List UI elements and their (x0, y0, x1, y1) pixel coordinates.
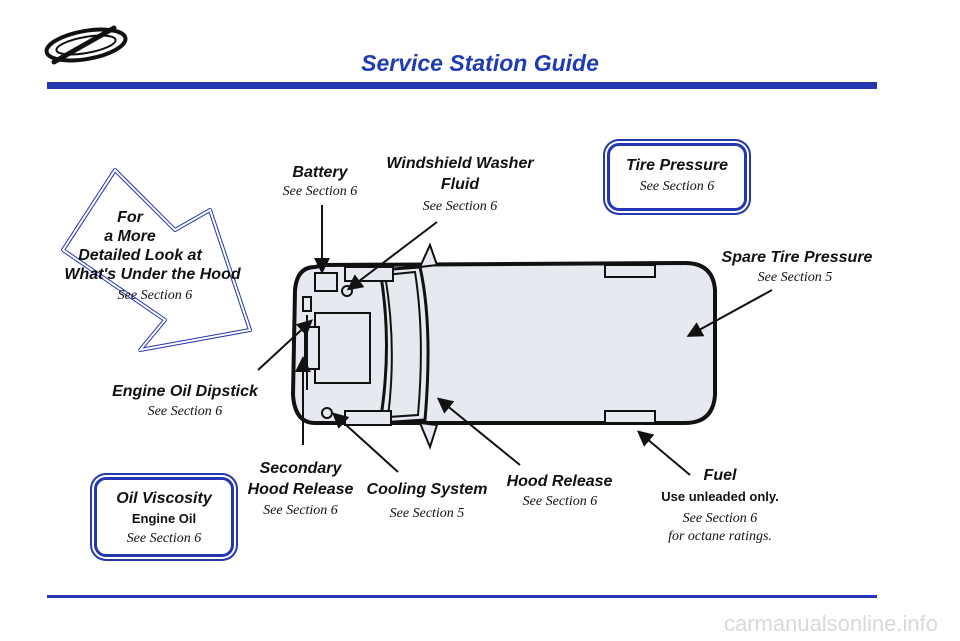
tire-pressure-ref: See Section 6 (639, 179, 715, 194)
header-rule (47, 82, 877, 89)
oil-viscosity-label: Oil Viscosity (116, 490, 212, 507)
spare-tire-label: Spare Tire Pressure (721, 249, 873, 266)
secondary-release-label-1: Secondary (259, 460, 342, 477)
fuel-leader (636, 430, 691, 476)
fuel-label: Fuel (703, 467, 737, 484)
washer-label-2: Fluid (440, 176, 480, 193)
watermark: carmanualsonline.info (723, 611, 938, 636)
washer-leader (346, 221, 438, 291)
arrow-line1: For (117, 209, 143, 226)
battery-label: Battery (292, 164, 348, 181)
arrow-line4: What's Under the Hood (64, 266, 241, 283)
vehicle-top-view (290, 242, 717, 450)
spare-tire-ref: See Section 5 (757, 270, 833, 285)
tire-pressure-label: Tire Pressure (626, 157, 728, 174)
hood-release-label: Hood Release (506, 473, 613, 490)
dipstick-label: Engine Oil Dipstick (112, 383, 258, 400)
washer-label-1: Windshield Washer (386, 155, 534, 172)
fuel-ref: See Section 6 (682, 511, 758, 526)
page-title: Service Station Guide (361, 50, 599, 76)
oil-viscosity-note: Engine Oil (131, 511, 197, 526)
secondary-release-label-2: Hood Release (247, 481, 354, 498)
arrow-line2: a More (104, 228, 156, 245)
washer-ref: See Section 6 (422, 199, 498, 214)
fuel-ref2: for octane ratings. (668, 529, 772, 544)
oil-viscosity-ref: See Section 6 (126, 531, 202, 546)
cooling-ref: See Section 5 (389, 506, 465, 521)
secondary-release-ref: See Section 6 (263, 503, 338, 518)
spare-leader (686, 289, 773, 337)
hood-release-leader (436, 397, 521, 466)
fuel-note: Use unleaded only. (661, 489, 779, 504)
footer-rule (47, 595, 877, 598)
cooling-label: Cooling System (366, 481, 488, 498)
dipstick-ref: See Section 6 (147, 404, 223, 419)
dipstick-leader (257, 319, 313, 371)
oldsmobile-logo (44, 25, 128, 65)
oil-viscosity-box (94, 477, 234, 557)
arrow-line3: Detailed Look at (78, 247, 202, 264)
under-hood-arrow (61, 168, 252, 352)
arrow-ref: See Section 6 (117, 288, 193, 303)
cooling-leader (332, 412, 399, 473)
tire-pressure-box (607, 143, 747, 211)
hood-release-ref: See Section 6 (522, 494, 598, 509)
battery-ref: See Section 6 (282, 184, 358, 199)
